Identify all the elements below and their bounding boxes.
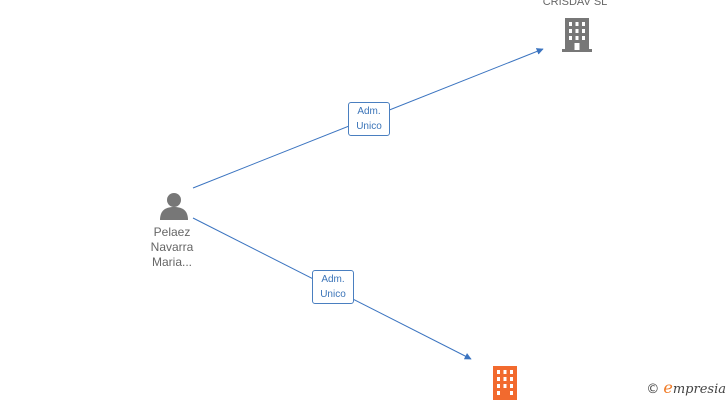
person-name[interactable]: Pelaez Navarra Maria... — [132, 225, 212, 270]
edge-label-line-2: Unico — [356, 121, 382, 132]
building-icon-highlighted[interactable] — [490, 366, 520, 400]
brand-e: e — [663, 378, 673, 397]
copyright-symbol: © — [646, 382, 660, 397]
building-icon[interactable] — [562, 18, 592, 52]
person-icon[interactable] — [158, 192, 190, 220]
person-name-line-3: Maria... — [151, 255, 192, 269]
person-name-line-2: Navarra — [150, 240, 194, 254]
person-name-line-1: Pelaez — [153, 225, 191, 239]
edge-label-bottom[interactable]: Adm. Unico — [312, 270, 354, 304]
edge-label-line-1: Adm. — [321, 274, 345, 285]
edge-label-top[interactable]: Adm. Unico — [348, 102, 390, 136]
empresia-logo: ©empresia — [646, 378, 726, 397]
edge-label-line-2: Unico — [320, 289, 346, 300]
brand-rest: mpresia — [672, 382, 726, 397]
company-top-name[interactable]: CRISDAV SL — [542, 0, 608, 8]
edge-label-line-1: Adm. — [357, 106, 381, 117]
